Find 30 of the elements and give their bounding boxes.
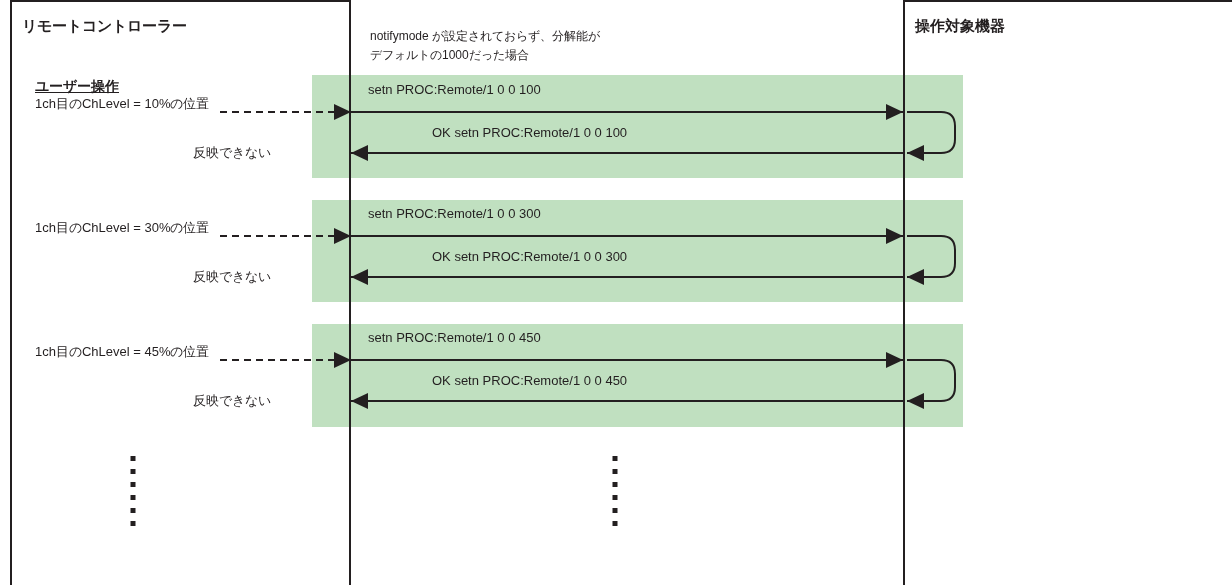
arrow xyxy=(350,104,904,120)
status-text: 反映できない xyxy=(193,392,271,410)
arrow xyxy=(350,352,904,368)
operation-text: 1ch目のChLevel = 30%の位置 xyxy=(35,220,220,254)
panel-box xyxy=(10,0,351,585)
edge-label: setn PROC:Remote/1 0 0 300 xyxy=(368,206,541,221)
dashed-arrow xyxy=(219,352,352,368)
operation-text: 1ch目のChLevel = 45%の位置 xyxy=(35,344,220,378)
edge-label: OK setn PROC:Remote/1 0 0 100 xyxy=(432,125,628,140)
edge-label: OK setn PROC:Remote/1 0 0 450 xyxy=(432,373,628,388)
note-text: notifymode が設定されておらず、分解能がデフォルトの1000だった場合 xyxy=(370,28,602,64)
edge-label: setn PROC:Remote/1 0 0 100 xyxy=(368,82,541,97)
edge-label: OK setn PROC:Remote/1 0 0 300 xyxy=(432,249,628,264)
arrow xyxy=(350,269,904,285)
section-heading: ユーザー操作 xyxy=(35,78,119,96)
status-text: 反映できない xyxy=(193,268,271,286)
edge-label: setn PROC:Remote/1 0 0 450 xyxy=(368,330,541,345)
operation-text: 1ch目のChLevel = 10%の位置 xyxy=(35,96,220,130)
status-text: 反映できない xyxy=(193,144,271,162)
arrow xyxy=(906,235,956,285)
panel-title: 操作対象機器 xyxy=(915,17,1005,36)
panel-box xyxy=(903,0,1232,585)
arrow xyxy=(906,359,956,409)
arrow xyxy=(350,145,904,161)
panel-title: リモートコントローラー xyxy=(22,17,187,36)
arrow xyxy=(350,228,904,244)
dashed-arrow xyxy=(219,228,352,244)
dashed-arrow xyxy=(219,104,352,120)
arrow xyxy=(906,111,956,161)
arrow xyxy=(350,393,904,409)
